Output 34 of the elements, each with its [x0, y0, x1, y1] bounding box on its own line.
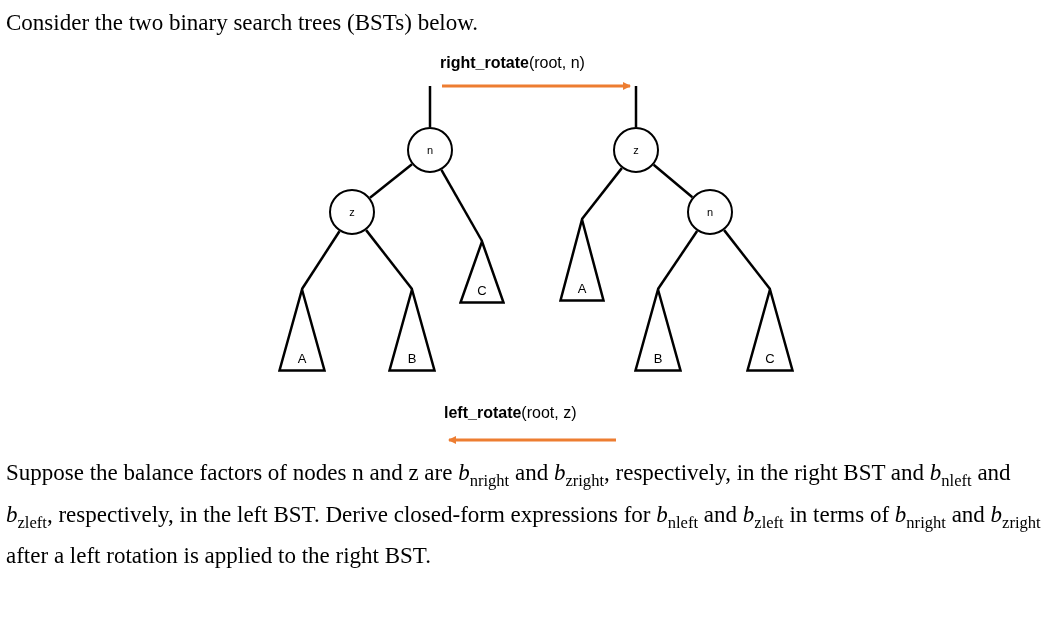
tree-edge — [369, 163, 413, 199]
subtree-triangle — [388, 288, 436, 372]
subtree-triangle — [746, 288, 794, 372]
node-label: C — [764, 351, 776, 366]
operation-label: left_rotate(root, z) — [444, 404, 577, 422]
subtree-triangle — [559, 218, 605, 302]
node-label: z — [349, 206, 355, 218]
node-label: B — [406, 351, 418, 366]
node-label: B — [652, 351, 664, 366]
subtree-triangle — [634, 288, 682, 372]
tree-edge — [440, 169, 484, 242]
node-label: C — [476, 283, 488, 298]
question-paragraph: Suppose the balance factors of nodes n and z are b$_{nright}$ and b$_{zright}$, respectively, in the right BST and b$_{nleft}$ and b$_{zleft}$, respectively, in the left BST. Derive closed-form expressions for b$_{nleft}$ and b$_{zleft}$ in terms of b$_{nright}$ and b$_{zright}$ after a left rotation is applied to the right BST. — [6, 459, 1042, 571]
tree-edge — [428, 86, 432, 127]
subtree-triangle — [278, 288, 326, 372]
node-label: A — [576, 281, 588, 296]
tree-edge — [581, 167, 623, 220]
node-label: A — [296, 351, 308, 366]
tree-node-circle — [687, 189, 733, 235]
node-label: z — [633, 144, 639, 156]
tree-edge — [723, 229, 771, 290]
tree-edge — [652, 163, 694, 199]
operation-label: right_rotate(root, n) — [440, 54, 585, 72]
node-label: n — [426, 144, 434, 156]
tree-edge — [365, 229, 413, 290]
tree-edge — [300, 230, 341, 290]
node-label: n — [706, 206, 714, 218]
tree-node-circle — [329, 189, 375, 235]
tree-node-circle — [613, 127, 659, 173]
subtree-triangle — [459, 240, 505, 304]
tree-node-circle — [407, 127, 453, 173]
tree-edge — [656, 230, 699, 290]
question-text: Consider the two binary search trees (BSTs) below. — [6, 10, 479, 36]
tree-edge — [634, 86, 638, 127]
